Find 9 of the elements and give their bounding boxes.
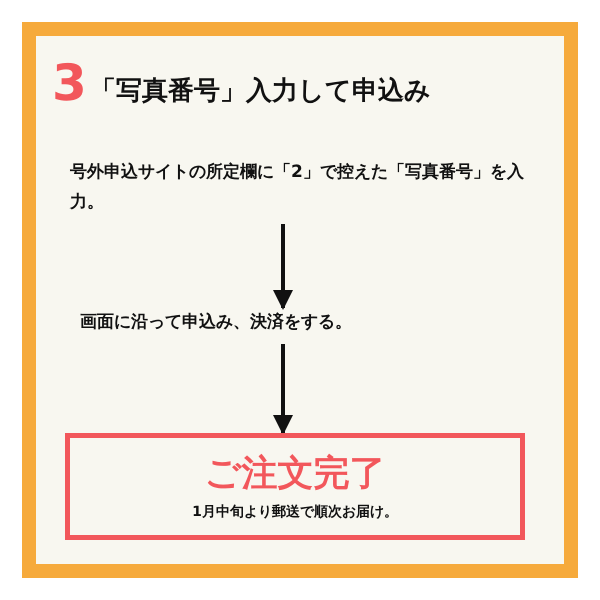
result-note: 1月中旬より郵送で順次お届け。: [192, 503, 398, 522]
result-heading: ご注文完了: [204, 452, 386, 496]
step-text: 号外申込サイトの所定欄に「2」で控えた「写真番号」を入力。: [70, 158, 530, 224]
step-number: 3: [52, 58, 87, 108]
arrow: [273, 344, 293, 435]
arrow: [273, 224, 293, 310]
step-text: 画面に沿って申込み、決済をする。: [80, 308, 520, 344]
result-box: [65, 433, 525, 540]
heading: 「写真番号」入力して申込み: [90, 76, 431, 108]
